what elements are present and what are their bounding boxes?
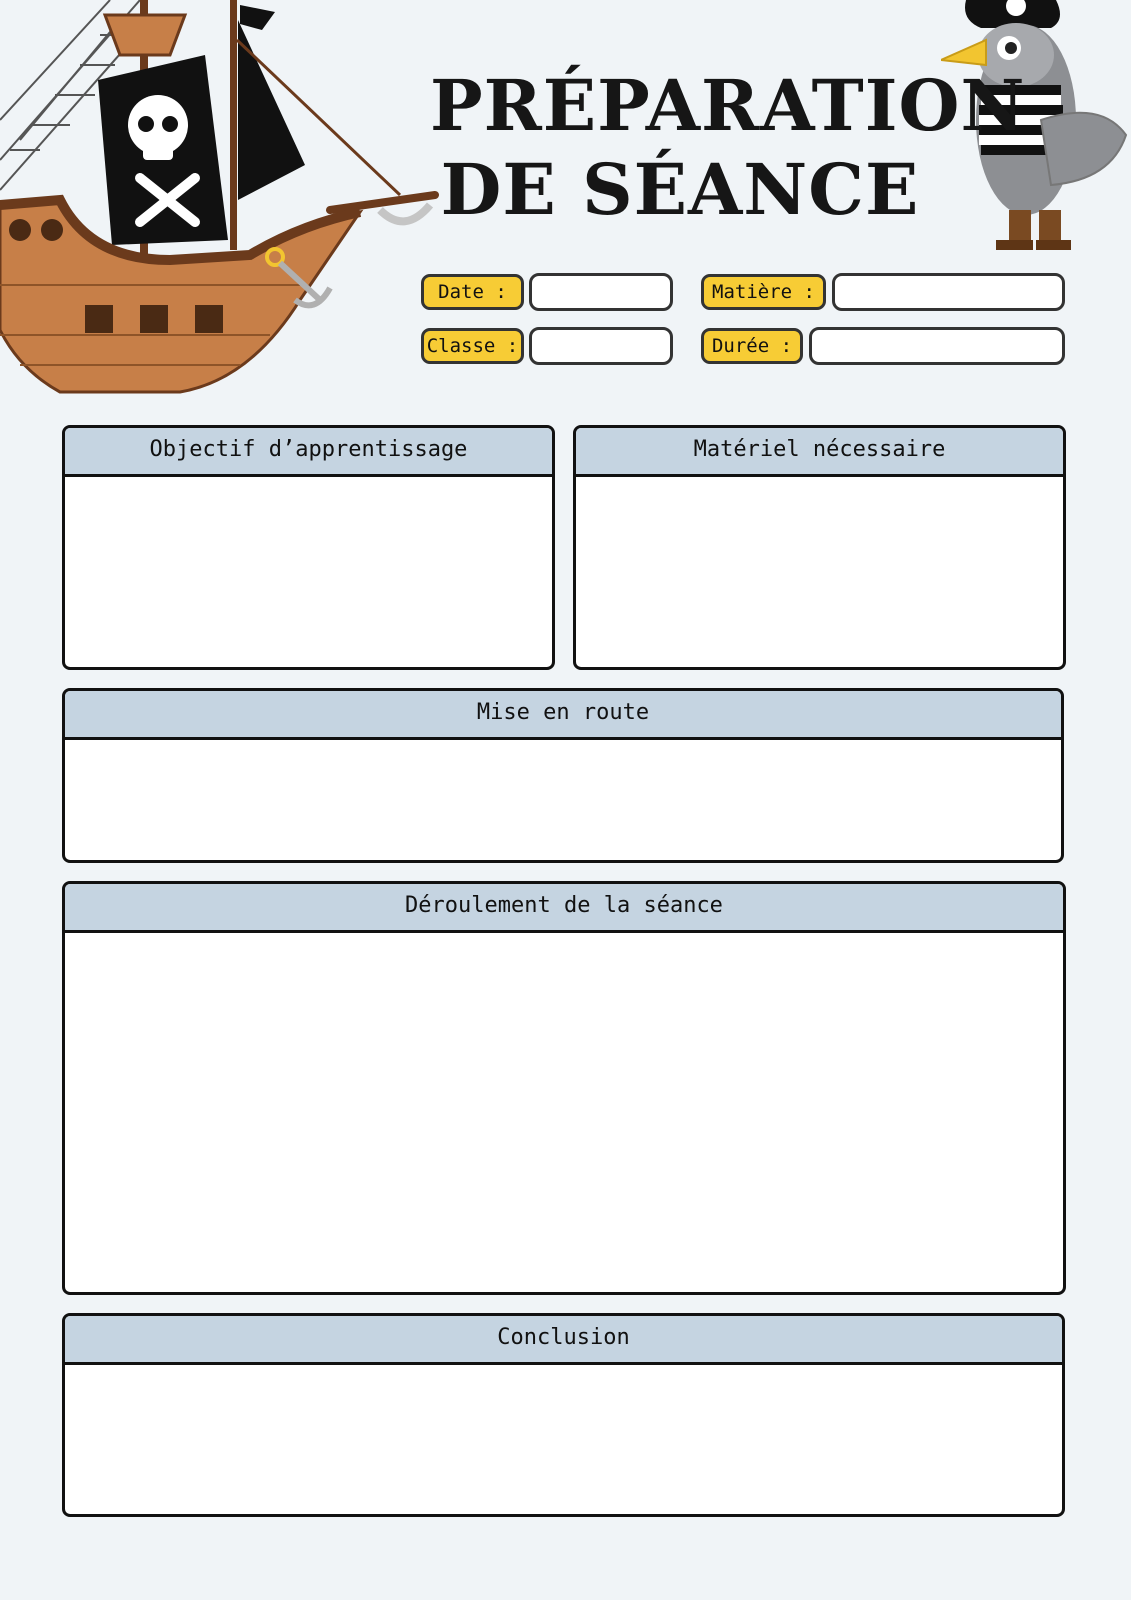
materiel-header: Matériel nécessaire [576,428,1063,477]
duree-field[interactable] [809,327,1065,365]
mise-en-route-area[interactable] [65,740,1061,860]
classe-label: Classe : [421,328,524,364]
objectif-area[interactable] [65,477,552,667]
mise-en-route-section: Mise en route [62,688,1064,863]
materiel-section: Matériel nécessaire [573,425,1066,670]
conclusion-header: Conclusion [65,1316,1062,1365]
matiere-field[interactable] [832,273,1065,311]
objectif-header: Objectif d’apprentissage [65,428,552,477]
objectif-section: Objectif d’apprentissage [62,425,555,670]
page-title: PRÉPARATION DE SÉANCE [430,64,1026,232]
deroulement-section: Déroulement de la séance [62,881,1066,1295]
duree-label: Durée : [701,328,803,364]
conclusion-area[interactable] [65,1365,1062,1514]
classe-field[interactable] [529,327,673,365]
deroulement-header: Déroulement de la séance [65,884,1063,933]
pirate-seagull-illustration [941,0,1128,250]
mise-en-route-header: Mise en route [65,691,1061,740]
deroulement-area[interactable] [65,933,1063,1292]
date-field[interactable] [529,273,673,311]
title-line-1: PRÉPARATION [430,64,1026,147]
date-label: Date : [421,274,524,310]
pirate-ship-illustration [0,0,439,394]
conclusion-section: Conclusion [62,1313,1065,1517]
matiere-label: Matière : [701,274,826,310]
materiel-area[interactable] [576,477,1063,667]
title-line-2: DE SÉANCE [440,148,920,231]
